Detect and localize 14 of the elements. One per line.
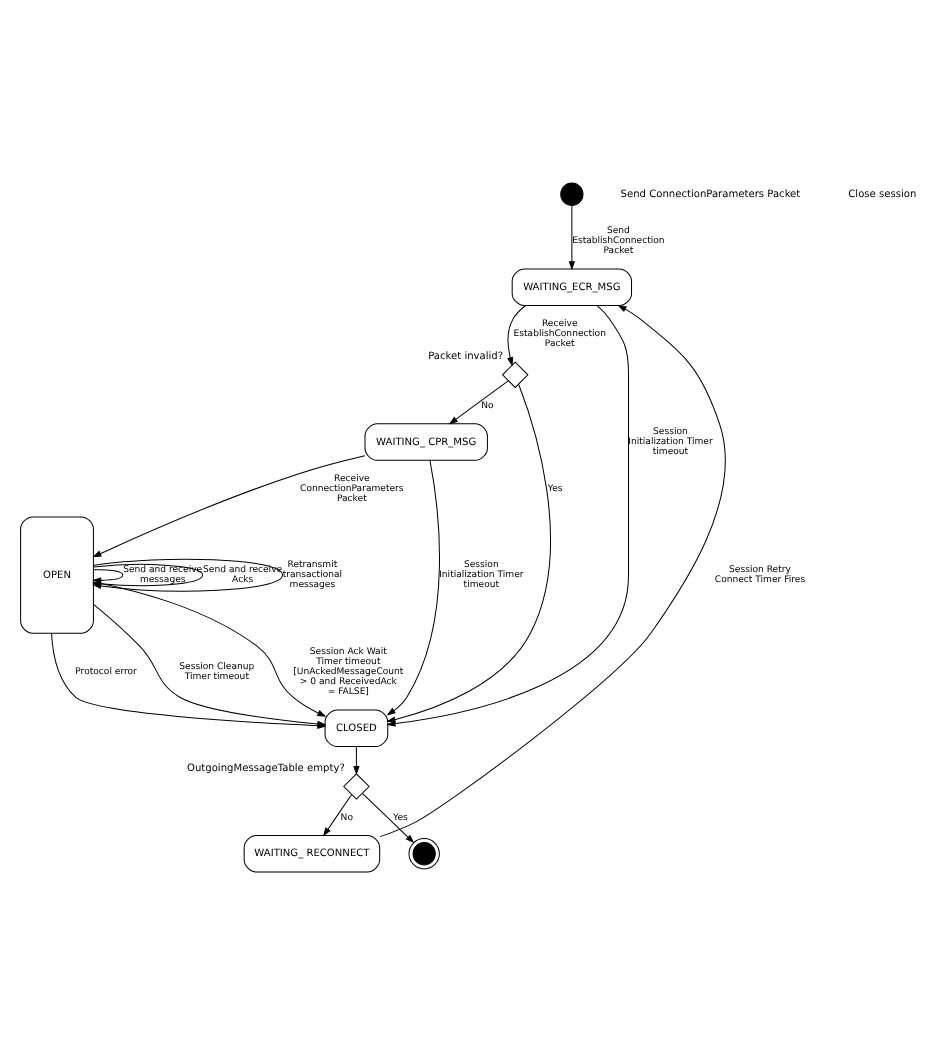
arrow (507, 304, 526, 366)
arrow (362, 792, 415, 843)
node-diamond (343, 772, 370, 799)
arrow (568, 204, 576, 270)
arrow (379, 303, 726, 837)
arrow (386, 458, 440, 715)
node-diamond (501, 360, 529, 388)
node-circle (560, 181, 584, 205)
arrow (92, 454, 366, 557)
arrow (448, 379, 509, 424)
arrow (386, 382, 552, 722)
arrow (353, 745, 360, 775)
arrow (386, 304, 629, 726)
arrow (322, 792, 353, 836)
